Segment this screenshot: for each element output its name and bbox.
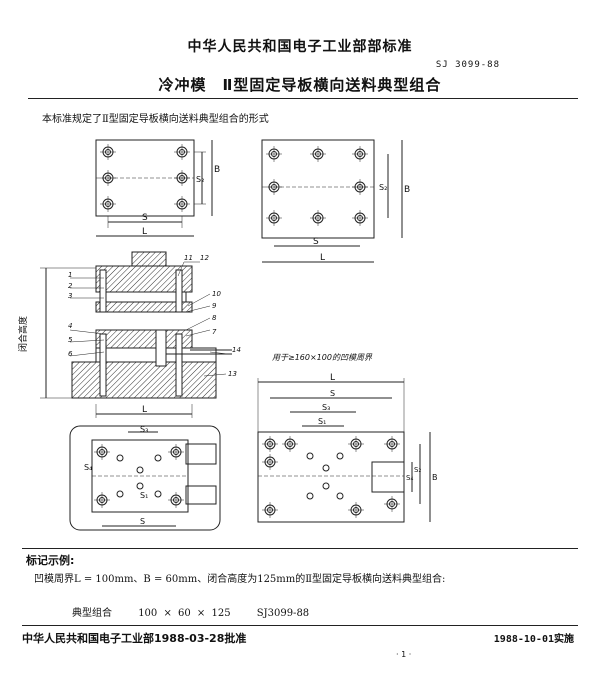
part-5: 5 [68,336,73,344]
note-160: 用于≥160×100的凹模周界 [272,353,373,362]
part-4: 4 [68,322,72,330]
part-2: 2 [68,282,73,290]
part-10: 10 [212,290,221,298]
dim-l-section: L [142,405,147,415]
standard-code: SJ 3099-88 [435,60,500,70]
dim-s3-br: S₃ [322,403,330,412]
part-6: 6 [68,350,73,358]
dim-s1-br: S₁ [318,417,326,426]
die-set-drawing: S L S₂ B S L S₂ B [17,139,438,531]
part-3: 3 [68,292,72,300]
dim-s-left: S [142,213,148,223]
example-rule [22,548,578,549]
part-9: 9 [212,302,217,310]
dim-b-right: B [404,185,410,195]
dim-s4-br: S₄ [406,474,413,482]
part-14: 14 [232,346,241,354]
closed-height-label: 闭合高度 [17,316,29,352]
dim-s-bl: S [140,517,145,526]
example-combo: 典型组合 100 × 60 × 125 SJ3099-88 [72,604,309,619]
plan-view-left [95,139,213,237]
standard-name: 中华人民共和国电子工业部部标准 [187,39,413,55]
intro-text: 本标准规定了Ⅱ型固定导板横向送料典型组合的形式 [42,114,269,125]
dim-l-br: L [330,373,335,383]
dim-s-br: S [330,389,335,398]
dim-s2-right: S₂ [379,183,387,192]
example-title: 标记示例: [26,554,75,567]
bottom-plan-left [69,425,221,531]
dim-s3-bl: S₃ [140,425,148,434]
footer-rule [22,625,578,626]
effective-date: 1988-10-01实施 [493,634,574,645]
dim-s-right: S [313,237,319,247]
example-text: 凹模周界L = 100mm、B = 60mm、闭合高度为125mm的Ⅱ型固定导板… [34,574,446,585]
dim-l-left: L [142,227,147,237]
dim-b-left: B [214,165,220,175]
page-title: 冷冲模 Ⅱ型固定导板横向送料典型组合 [158,76,442,94]
part-13: 13 [228,370,237,378]
section-view [40,251,232,418]
dim-b-br: B [432,473,438,482]
dim-s4-bl: S₄ [84,463,92,472]
dim-l-right: L [320,253,325,263]
part-11: 11 [184,254,193,262]
combo-name: 典型组合 [72,608,112,619]
part-8: 8 [212,314,217,322]
dim-s2-left: S₂ [196,175,204,184]
approval-date: 中华人民共和国电子工业部1988-03-28批准 [22,632,247,645]
dim-s1-bl: S₁ [140,491,148,500]
header-rule [28,98,578,99]
combo-dims: 100 × 60 × 125 [138,608,231,619]
plan-view-right [261,139,403,263]
part-1: 1 [68,271,72,279]
combo-code: SJ3099-88 [256,608,310,619]
part-12: 12 [200,254,209,262]
bottom-plan-right [257,378,431,523]
part-7: 7 [212,328,217,336]
dim-s2-br: S₂ [414,466,421,474]
page-number: · 1 · [396,650,412,659]
